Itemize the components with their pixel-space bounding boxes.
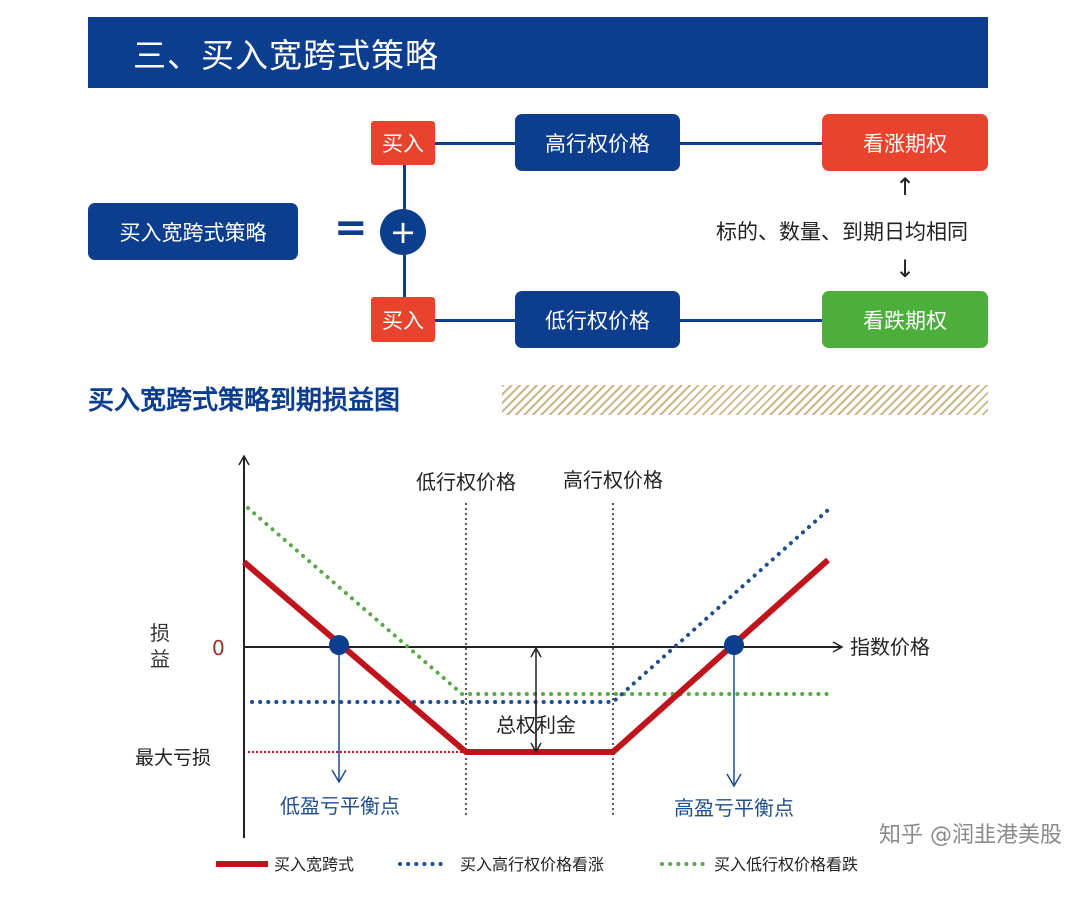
connector [680,319,822,322]
zero-label: 0 [212,636,225,660]
x-axis-label: 指数价格 [850,635,930,659]
y-label: 损 [150,621,170,645]
legend-label: 买入高行权价格看涨 [460,855,604,874]
call-option-box: 看涨期权 [822,114,988,171]
high-strike-label: 高行权价格 [563,468,663,492]
high-breakeven-label: 高盈亏平衡点 [674,796,794,820]
hatch-decoration [502,385,988,415]
arrow-down-icon: ↓ [895,255,916,283]
connector [435,319,515,322]
arrow-down-icon [331,769,347,784]
watermark: 知乎 @润韭港美股 [879,823,1062,848]
premium-label: 总权利金 [496,713,576,737]
arrow-up-icon: ↑ [895,173,916,201]
low-strike-label: 低行权价格 [416,470,516,494]
high-strike-box: 高行权价格 [515,114,680,171]
low-strike-box: 低行权价格 [515,291,680,348]
header-title: 三、买入宽跨式策略 [133,36,439,75]
put-option-box: 看跌期权 [822,291,988,348]
plus-circle: + [380,209,426,255]
arrow-down-icon [726,773,742,788]
y-label: 益 [150,647,170,671]
put-payoff-line [246,506,830,696]
max-loss-label: 最大亏损 [135,747,211,769]
call-payoff-line [250,508,830,704]
legend-label: 买入宽跨式 [274,855,354,874]
legend-label: 买入低行权价格看跌 [714,855,858,874]
connector [435,142,515,145]
buy-top-box: 买入 [371,121,435,165]
same-terms-note: 标的、数量、到期日均相同 [716,220,968,244]
connector [680,142,822,145]
header-bar: 三、买入宽跨式策略 [88,17,988,88]
section-title: 买入宽跨式策略到期损益图 [88,386,401,416]
legend: 买入宽跨式 买入高行权价格看涨 买入低行权价格看跌 [216,855,858,874]
strategy-box: 买入宽跨式策略 [88,203,298,260]
low-breakeven-label: 低盈亏平衡点 [280,794,400,818]
equals-sign: = [334,205,368,251]
low-breakeven-dot [329,635,349,655]
buy-bottom-box: 买入 [371,297,435,342]
high-breakeven-dot [724,635,744,655]
